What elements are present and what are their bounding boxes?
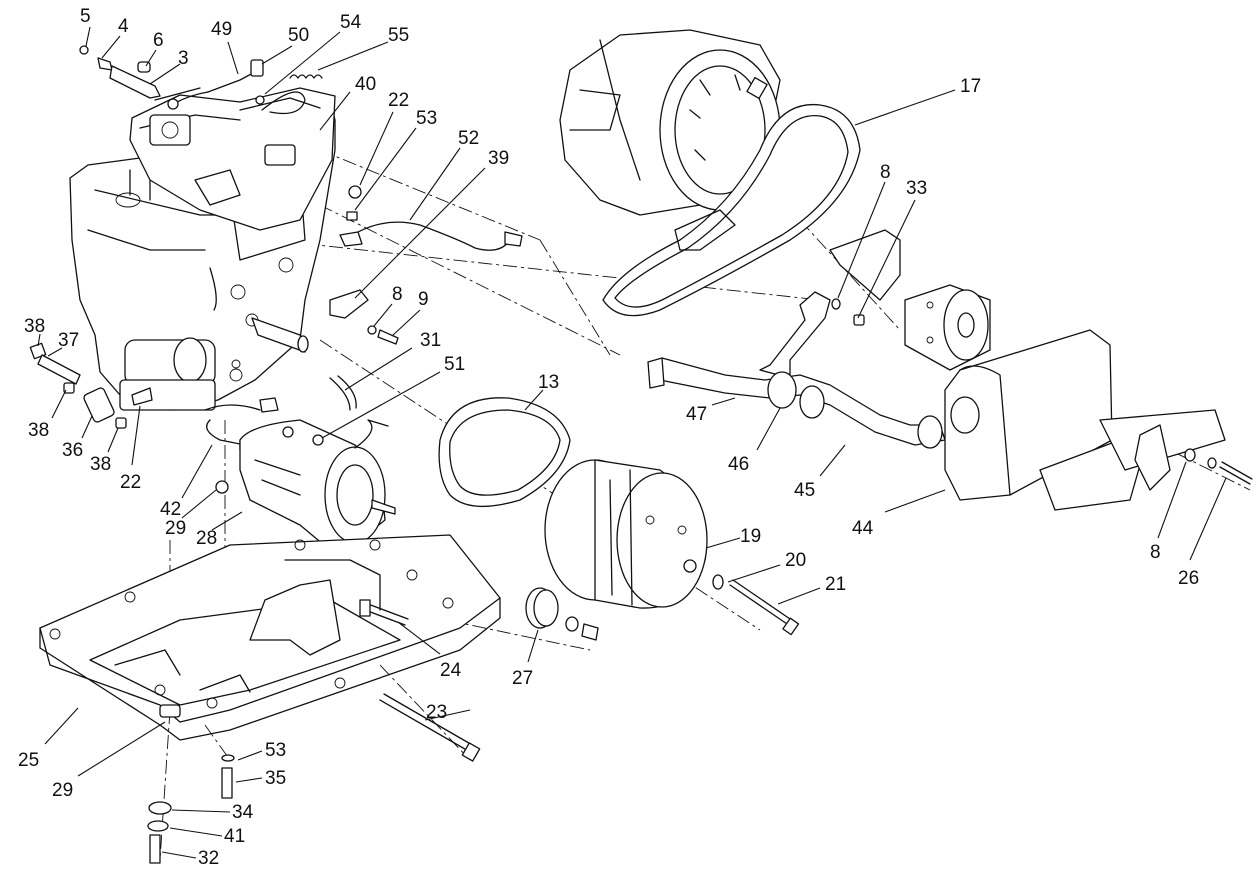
lower-fasteners xyxy=(147,754,235,864)
callout-50: 50 xyxy=(288,25,309,46)
callout-6: 6 xyxy=(153,30,164,51)
long-bolt xyxy=(379,693,481,762)
small-belt xyxy=(438,397,571,508)
callout-27: 27 xyxy=(512,668,533,689)
callout-32: 32 xyxy=(198,848,219,869)
callout-54: 54 xyxy=(340,12,362,33)
callout-22-top: 22 xyxy=(388,90,409,111)
callout-40: 40 xyxy=(355,74,376,95)
callout-22-left: 22 xyxy=(120,472,141,493)
callout-19: 19 xyxy=(740,526,761,547)
callout-38-mid: 38 xyxy=(28,420,49,441)
callout-38-low: 38 xyxy=(90,454,111,475)
drive-belt xyxy=(602,103,861,317)
callout-49: 49 xyxy=(211,19,232,40)
callout-47: 47 xyxy=(686,404,707,425)
callout-42: 42 xyxy=(160,499,181,520)
starter-motor xyxy=(204,397,396,551)
callout-29-bottom: 29 xyxy=(52,780,73,801)
callout-39: 39 xyxy=(488,148,509,169)
clutch-bolt xyxy=(712,574,800,636)
callout-41: 41 xyxy=(224,826,245,847)
ground-cable xyxy=(339,185,523,251)
fuel-filter-assembly xyxy=(29,342,153,429)
hose xyxy=(329,375,357,411)
engine-base-plate xyxy=(39,534,501,741)
callout-46: 46 xyxy=(728,454,749,475)
callout-34: 34 xyxy=(232,802,254,823)
callout-35: 35 xyxy=(265,768,286,789)
callout-53-top: 53 xyxy=(416,108,437,129)
callout-52: 52 xyxy=(458,128,479,149)
callout-20: 20 xyxy=(785,550,806,571)
callout-26: 26 xyxy=(1178,568,1199,589)
callout-33: 33 xyxy=(906,178,927,199)
callout-31: 31 xyxy=(420,330,441,351)
callout-23: 23 xyxy=(426,702,447,723)
callout-53-bottom: 53 xyxy=(265,740,286,761)
callout-8-muffler: 8 xyxy=(1150,542,1161,563)
callout-29-top: 29 xyxy=(165,518,186,539)
callout-51: 51 xyxy=(444,354,465,375)
muffler xyxy=(944,329,1253,511)
callout-21: 21 xyxy=(825,574,846,595)
callout-37: 37 xyxy=(58,330,79,351)
hub-bracket xyxy=(829,229,991,371)
callout-44: 44 xyxy=(852,518,874,539)
small-pulley xyxy=(525,587,599,641)
callout-labels: 5 4 6 3 49 50 54 55 40 22 53 52 39 17 8 … xyxy=(18,6,1199,869)
callout-17: 17 xyxy=(960,76,981,97)
engine-shroud xyxy=(129,87,336,231)
throttle-cable-and-spring xyxy=(207,59,323,115)
callout-9: 9 xyxy=(418,289,429,310)
callout-5: 5 xyxy=(80,6,91,27)
callout-36: 36 xyxy=(62,440,83,461)
callout-55: 55 xyxy=(388,25,409,46)
callout-25: 25 xyxy=(18,750,39,771)
callout-3: 3 xyxy=(178,48,189,69)
governor-bracket xyxy=(79,45,209,110)
callout-8-bracket: 8 xyxy=(392,284,403,305)
leader-lines xyxy=(37,26,1227,859)
callout-24: 24 xyxy=(440,660,462,681)
callout-13: 13 xyxy=(538,372,559,393)
callout-8-hub: 8 xyxy=(880,162,891,183)
callout-4: 4 xyxy=(118,16,129,37)
mount-bracket xyxy=(329,289,399,345)
callout-28: 28 xyxy=(196,528,217,549)
exhaust-pipe xyxy=(647,291,946,449)
callout-38-top: 38 xyxy=(24,316,45,337)
drive-clutch xyxy=(544,459,708,609)
callout-45: 45 xyxy=(794,480,815,501)
